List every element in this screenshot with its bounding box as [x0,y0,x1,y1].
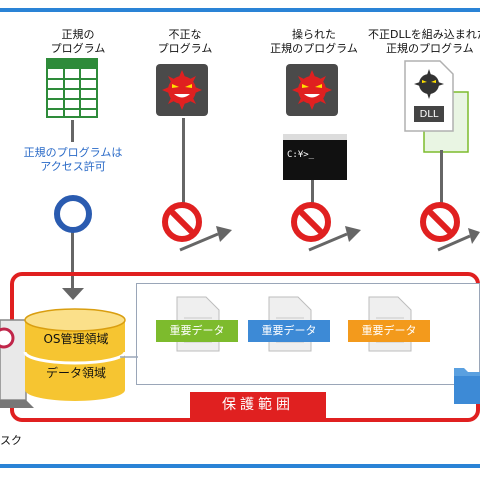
connector-line [182,118,185,204]
bottom-frame-line [0,464,480,468]
column-heading-malicious: 不正な プログラム [125,28,245,56]
folder-icon [454,368,480,404]
top-frame-line [0,8,480,12]
spreadsheet-icon [46,58,98,118]
blocked-icon [291,202,361,252]
heading-line: プログラム [50,42,106,55]
column-heading-hijacked: 操られた 正規のプログラム [254,28,374,56]
malware-icon [156,64,208,116]
blocked-icon [420,202,480,252]
connector-line [71,230,74,292]
column-heading-legit: 正規の プログラム [18,28,138,56]
connector-line [71,120,74,142]
os-area-label: OS管理領域 [43,332,109,346]
access-note: 正規のプログラムは アクセス許可 [8,146,138,174]
heading-line: 不正DLLを組み込まれた [368,28,480,41]
disk-cylinder-icon [23,308,127,401]
important-data-tag: 重要データ [348,320,430,342]
heading-line: 不正な [168,28,202,41]
terminal-prompt: C:¥>_ [287,150,315,160]
disk-device-icon [0,319,34,408]
data-area-label: データ領域 [45,366,106,380]
heading-line: 正規のプログラム [270,42,358,55]
blocked-icon [162,202,232,252]
connector-line [440,150,443,204]
malware-icon [286,64,338,116]
disk-label: スク [0,434,22,447]
column-heading-dll: 不正DLLを組み込まれた 正規のプログラム [368,28,480,56]
important-data-tag: 重要データ [248,320,330,342]
connector-line [311,180,314,204]
terminal-window: C:¥>_ [283,134,347,180]
dll-file-icon [404,60,454,132]
heading-line: 正規の [61,28,95,41]
protection-range-badge: 保護範囲 [190,392,326,418]
heading-line: プログラム [157,42,213,55]
heading-line: 操られた [292,28,336,41]
allow-circle-icon [54,195,92,233]
access-note-line: アクセス許可 [40,160,106,173]
dll-label: DLL [419,109,439,120]
arrow-right-icon [120,356,138,358]
important-data-tag: 重要データ [156,320,238,342]
access-note-line: 正規のプログラムは [23,146,123,159]
heading-line: 正規のプログラム [386,42,474,55]
arrow-down-icon [62,288,84,300]
